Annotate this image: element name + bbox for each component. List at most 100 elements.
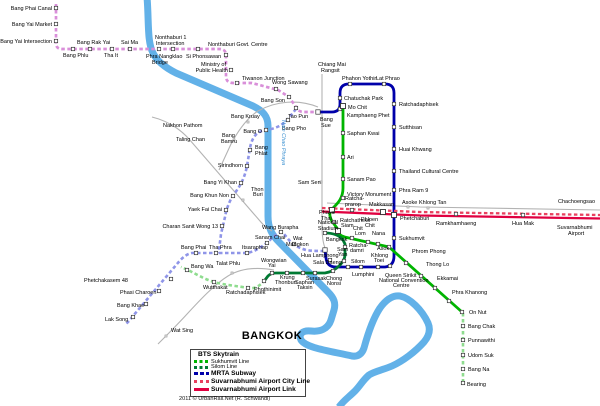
station-label: Sala Daeng xyxy=(313,260,342,266)
station-marker xyxy=(293,105,299,111)
station-marker xyxy=(230,271,234,275)
station-label: Bang Phlu xyxy=(63,53,88,59)
station-label: damri xyxy=(350,248,364,254)
station-marker xyxy=(238,180,244,186)
station-marker xyxy=(70,46,76,52)
station-label: Phetchaburi xyxy=(400,216,429,222)
station-marker xyxy=(244,163,250,169)
station-marker xyxy=(245,285,251,291)
station-label: Bang Yai Market xyxy=(12,22,53,28)
station-label: Thon xyxy=(251,187,264,193)
station-marker xyxy=(340,103,346,109)
station-label: Sirindhorn xyxy=(218,163,243,169)
station-label: Chong xyxy=(326,276,342,282)
station-label: Surasak xyxy=(306,276,326,282)
legend-label: BTS Skytrain xyxy=(198,350,240,358)
station-label: Nonsi xyxy=(327,281,341,287)
station-label: Tha It xyxy=(104,53,119,59)
station-label: Taling Chan xyxy=(176,137,205,143)
station-label: prarop xyxy=(345,202,361,208)
station-label: Suvarnabhumi xyxy=(557,225,592,231)
station-marker xyxy=(349,235,355,241)
line-chao-phraya-river xyxy=(143,0,433,406)
station-marker xyxy=(219,223,225,229)
station-marker xyxy=(184,267,190,273)
station-marker xyxy=(340,176,346,182)
station-label: Sai Ma xyxy=(121,40,139,46)
station-label: Phahon Yothin xyxy=(342,76,377,82)
station-marker xyxy=(285,117,291,123)
copyright-note: 2011 © UrbanRail.Net (R. Schwandl) xyxy=(179,396,271,402)
station-label: Intersection xyxy=(156,41,184,47)
station-marker xyxy=(406,205,410,209)
river-label: Nam Chao Phraya xyxy=(280,120,286,165)
station-label: Bang Kruay xyxy=(231,114,260,120)
station-marker xyxy=(228,67,234,73)
station-label: Bamru xyxy=(221,139,237,145)
station-marker xyxy=(168,276,174,282)
station-marker xyxy=(403,260,409,266)
station-label: Talat Phlu xyxy=(216,261,240,267)
station-marker xyxy=(375,264,381,270)
station-marker xyxy=(329,207,335,213)
station-marker xyxy=(223,52,229,58)
station-label: Tiwanon Junction xyxy=(242,76,285,82)
station-label: Silom xyxy=(351,259,365,265)
station-label: Taksin xyxy=(297,285,313,291)
line-airport-link xyxy=(321,210,600,220)
station-label: Nana xyxy=(372,231,386,237)
station-marker xyxy=(391,124,397,130)
station-marker xyxy=(53,38,59,44)
station-label: Saphan Kwai xyxy=(347,131,379,137)
legend-label: Silom Line xyxy=(211,364,238,370)
station-label: Sue xyxy=(321,123,331,129)
station-marker xyxy=(247,147,253,153)
line-swatch-silom xyxy=(194,365,209,369)
station-label: Thai xyxy=(321,216,332,222)
station-label: Phetchakasem 48 xyxy=(84,278,128,284)
station-marker xyxy=(391,168,397,174)
station-marker xyxy=(291,241,297,247)
station-marker xyxy=(418,273,424,279)
station-marker xyxy=(391,187,397,193)
legend-row: BTS Skytrain xyxy=(191,350,240,358)
station-label: Sutthisan xyxy=(399,125,422,131)
station-marker xyxy=(340,195,346,201)
station-marker xyxy=(156,46,162,52)
map-title: BANGKOK xyxy=(241,330,303,342)
station-marker xyxy=(315,109,321,115)
station-label: Huai Khwang xyxy=(399,147,432,153)
station-label: Chachoengsao xyxy=(558,199,595,205)
station-marker xyxy=(170,46,176,52)
station-marker xyxy=(386,244,392,250)
station-label: Bang O xyxy=(243,129,262,135)
station-marker xyxy=(143,301,149,307)
station-label: National Convention xyxy=(379,278,429,284)
station-label: Ministry of xyxy=(201,62,227,68)
station-label: Bangkok xyxy=(326,237,348,243)
legend-row: Sukhumvit Line xyxy=(191,359,249,365)
station-label: Ratchadaphisek xyxy=(226,290,266,296)
station-label: Wat xyxy=(293,236,303,242)
station-label: Nakhon Pathom xyxy=(163,123,203,129)
station-marker xyxy=(341,258,347,264)
station-marker xyxy=(337,106,343,112)
station-label: National xyxy=(318,220,338,226)
station-label: Toei xyxy=(374,258,384,264)
station-label: Sam xyxy=(337,247,349,253)
station-label: Buri xyxy=(253,192,263,198)
station-label: Bang xyxy=(320,117,333,123)
station-marker xyxy=(365,239,371,245)
station-marker xyxy=(349,207,355,213)
legend-label: MRTA Subway xyxy=(211,370,257,377)
legend-row: MRTA Subway xyxy=(191,370,257,377)
legend-label: Suvarnabhumi Airport City Line xyxy=(211,378,311,385)
station-marker xyxy=(278,229,284,235)
station-label: Bang xyxy=(222,133,235,139)
station-label: Asok xyxy=(377,246,389,252)
station-label: Bang Khun Non xyxy=(190,193,229,199)
line-airport-city-line xyxy=(321,206,600,217)
station-marker xyxy=(337,95,343,101)
station-label: Wang Burapha xyxy=(262,225,299,231)
